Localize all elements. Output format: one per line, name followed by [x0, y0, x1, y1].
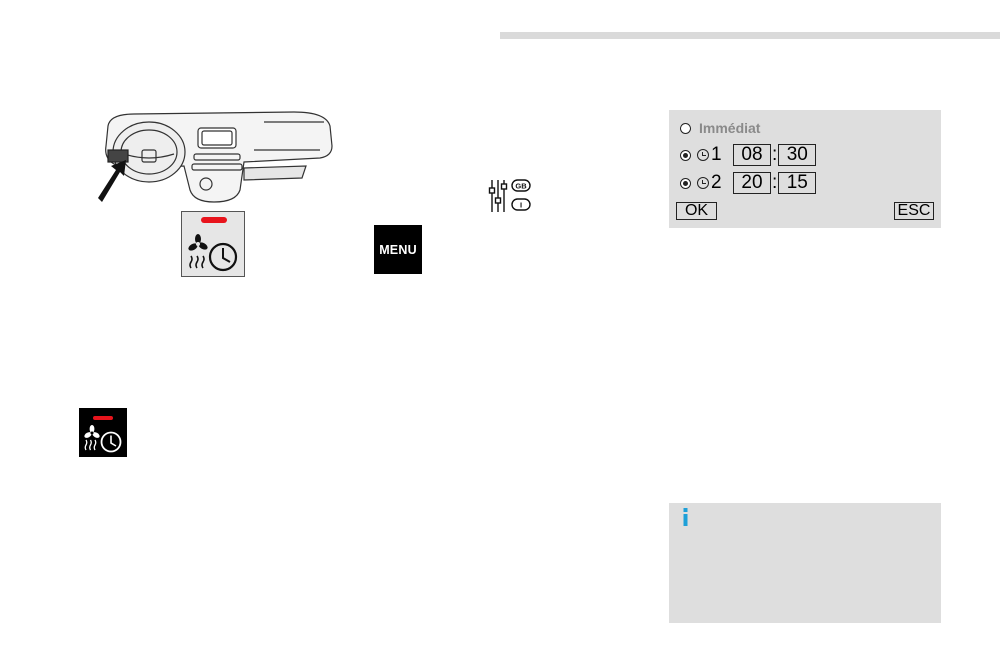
esc-button[interactable]: ESC	[894, 202, 934, 220]
settings-sliders-icon: GB I	[488, 179, 531, 212]
program-2-row: 2 20 : 15	[680, 172, 817, 194]
clock-icon	[697, 177, 709, 189]
dashboard-illustration	[98, 111, 333, 203]
clock-icon	[697, 149, 709, 161]
programming-screen: Immédiat 1 08 : 30 2 20 : 15 OK ESC	[669, 110, 941, 228]
time-separator: :	[772, 172, 778, 193]
badge-gb: GB	[515, 182, 527, 191]
radio-program-1[interactable]	[680, 149, 691, 161]
menu-button[interactable]: MENU	[374, 225, 422, 274]
heater-timer-button[interactable]	[181, 211, 245, 277]
option-immediate[interactable]: Immédiat	[680, 120, 760, 136]
radio-program-2[interactable]	[680, 177, 691, 189]
time-separator: :	[772, 144, 778, 165]
badge-i: I	[520, 201, 522, 210]
option-immediate-label: Immédiat	[699, 120, 761, 136]
info-box	[669, 503, 941, 623]
heater-timer-button-active[interactable]	[79, 408, 127, 457]
program-1-row: 1 08 : 30	[680, 144, 817, 166]
program-2-hours[interactable]: 20	[733, 172, 771, 194]
ok-button[interactable]: OK	[676, 202, 717, 220]
heater-timer-icon	[188, 217, 238, 272]
program-2-number: 2	[711, 172, 722, 193]
radio-immediate[interactable]	[680, 122, 691, 134]
info-icon	[683, 508, 688, 526]
program-1-minutes[interactable]: 30	[778, 144, 817, 166]
heater-timer-icon	[84, 416, 122, 453]
program-1-hours[interactable]: 08	[733, 144, 771, 166]
program-1-number: 1	[711, 144, 722, 165]
section-divider	[500, 32, 1000, 39]
program-2-minutes[interactable]: 15	[778, 172, 817, 194]
